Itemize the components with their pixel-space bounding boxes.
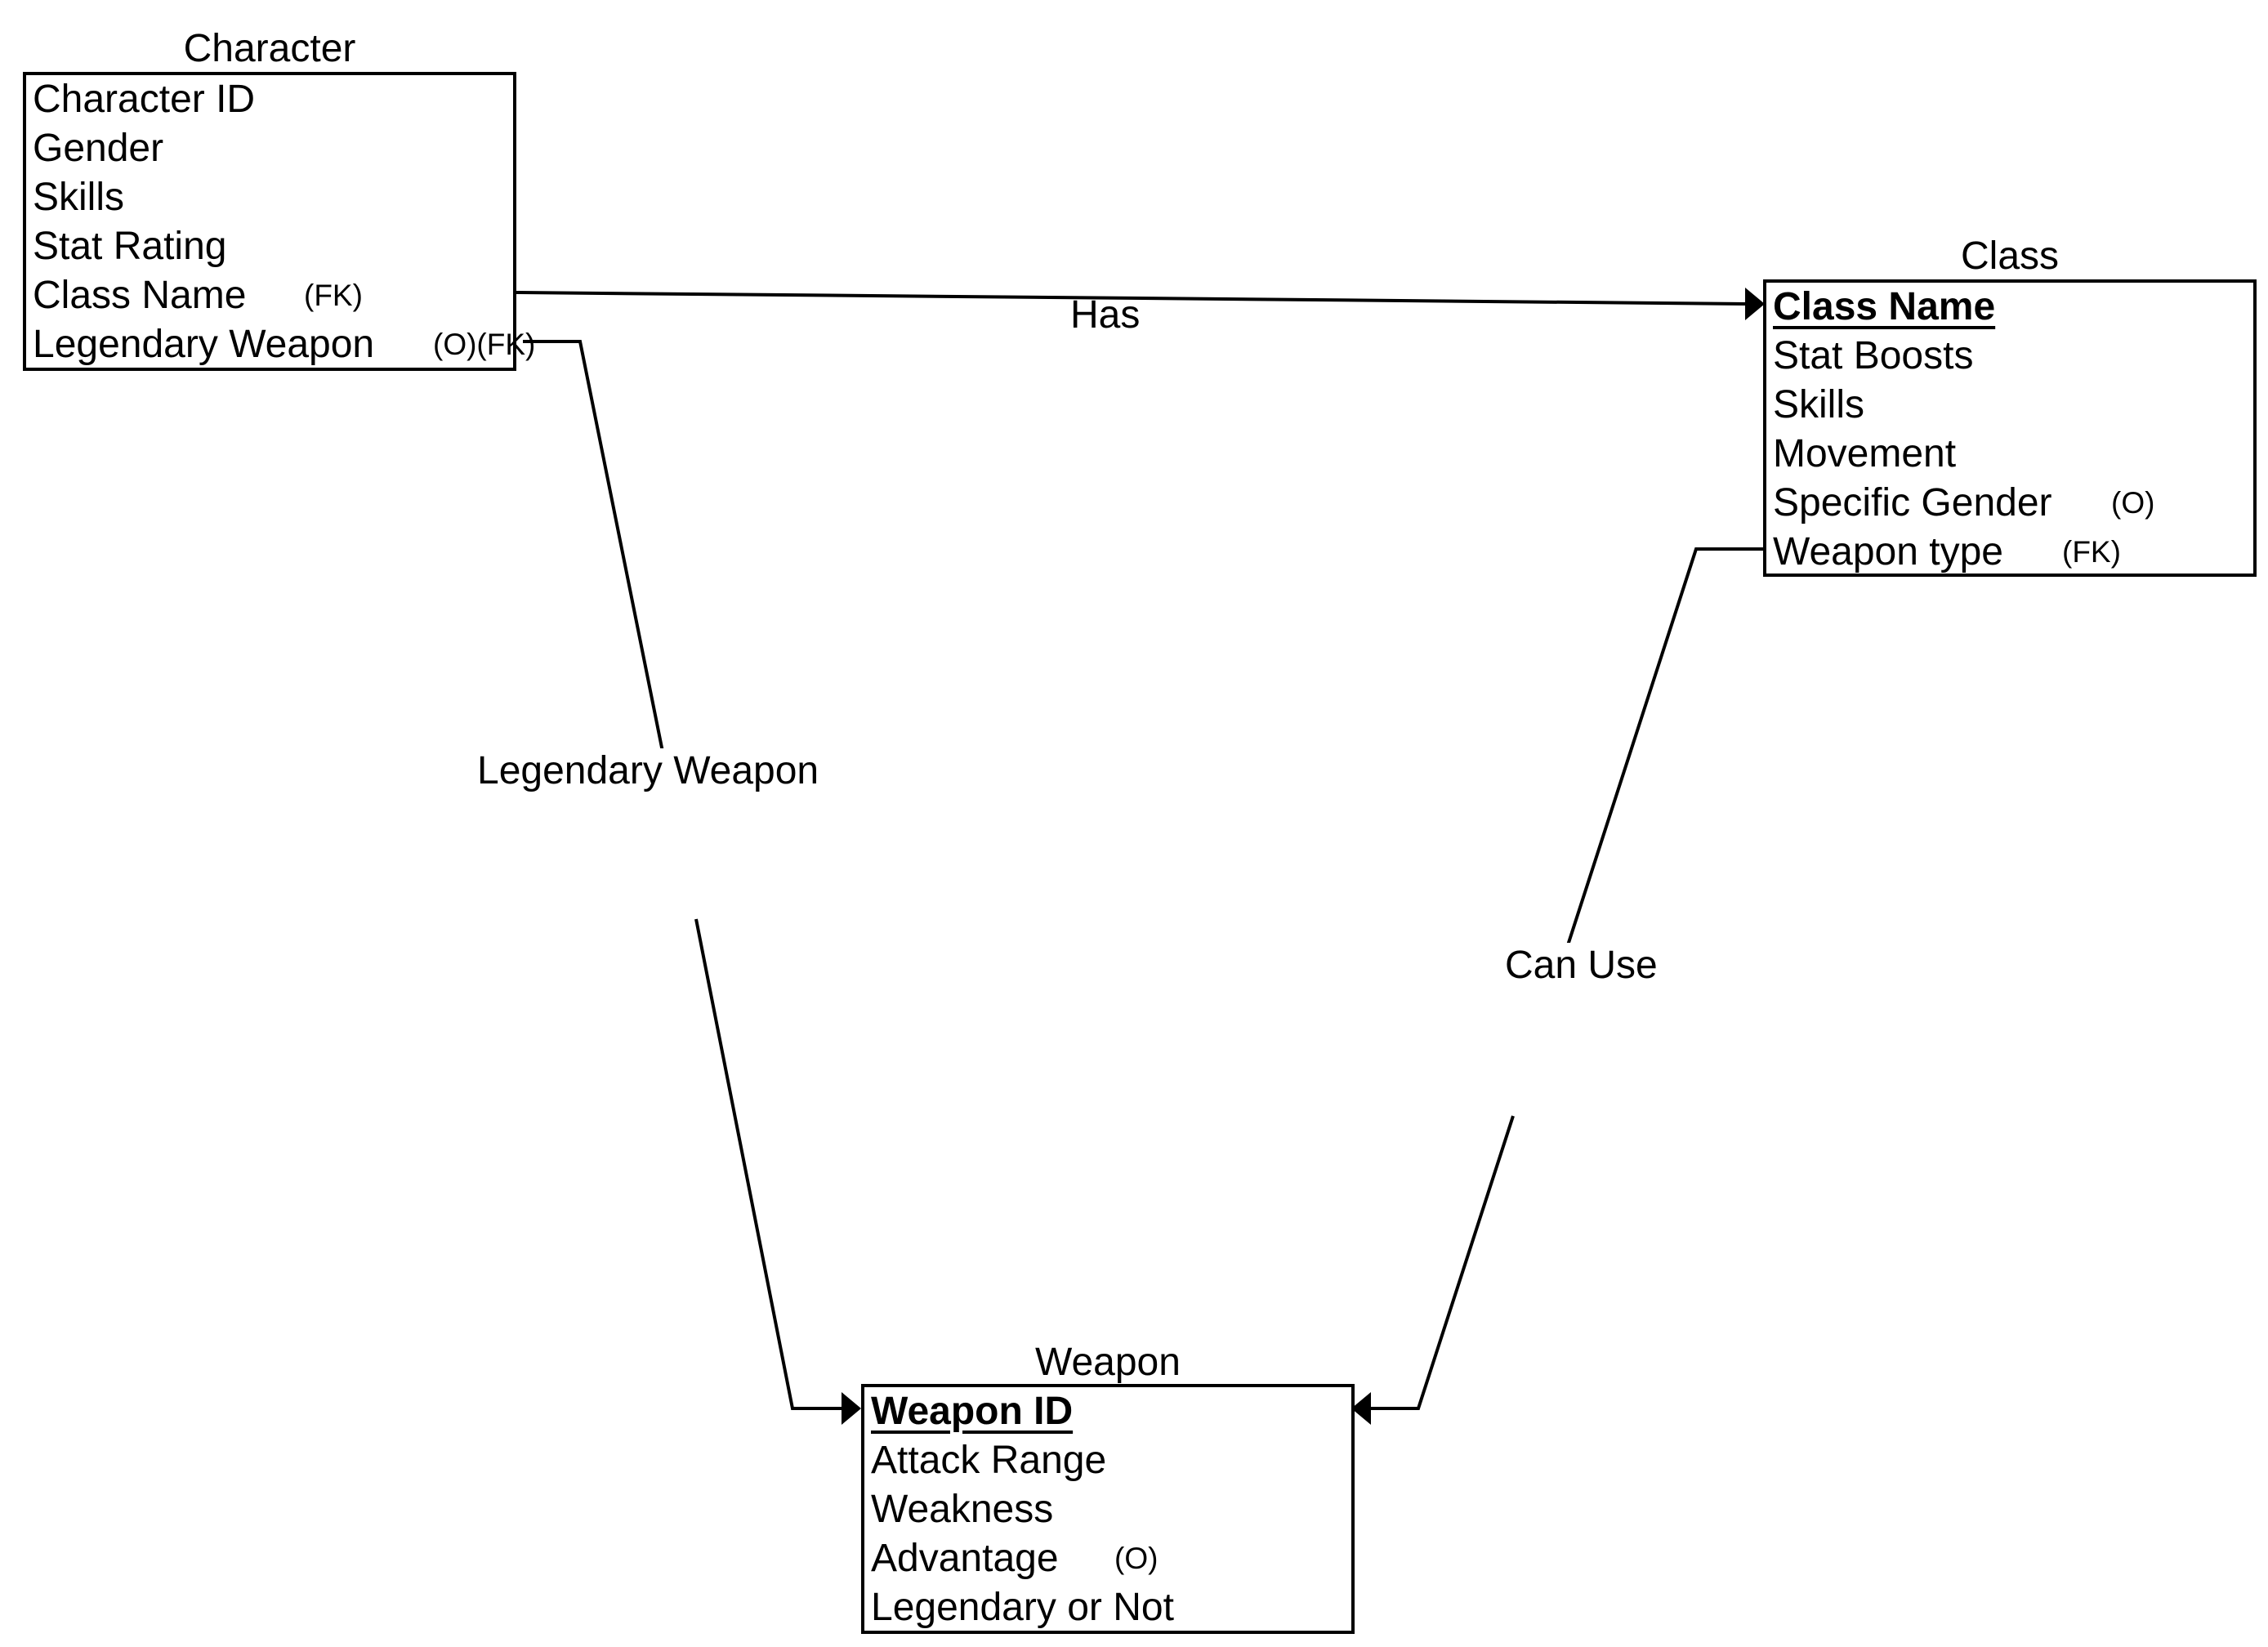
weapon-entity-box[interactable]: Weapon ID Attack Range Weakness Advantag…: [861, 1384, 1355, 1634]
relationship-label-can-use: Can Use: [1500, 943, 1663, 989]
character-class-name-fk-note: (FK): [304, 279, 363, 312]
weapon-field-legendary-or-not: Legendary or Not: [871, 1586, 1174, 1629]
weapon-field-advantage: Advantage: [871, 1537, 1059, 1580]
class-field-movement: Movement: [1773, 432, 1957, 475]
legendary-weapon-line-upper: [523, 340, 665, 757]
has-arrowhead: [1745, 288, 1765, 320]
class-field-skills: Skills: [1773, 383, 1865, 426]
character-field-class-name: Class Name: [33, 274, 247, 317]
character-entity-title: Character: [183, 27, 356, 70]
character-field-character-id: Character ID: [33, 78, 256, 121]
character-field-gender: Gender: [33, 127, 164, 170]
class-entity-box[interactable]: Class Name Stat Boosts Skills Movement S…: [1763, 279, 2257, 577]
class-weapon-type-fk-note: (FK): [2062, 535, 2121, 569]
class-field-class-name: Class Name: [1773, 285, 1996, 328]
class-specific-gender-note: (O): [2111, 486, 2155, 520]
character-entity-box[interactable]: Character ID Gender Skills Stat Rating C…: [23, 72, 535, 371]
weapon-field-weakness: Weakness: [871, 1488, 1054, 1531]
class-field-stat-boosts: Stat Boosts: [1773, 334, 1974, 377]
character-field-stat-rating: Stat Rating: [33, 225, 227, 268]
character-field-legendary-weapon: Legendary Weapon: [33, 323, 375, 366]
weapon-entity-title: Weapon: [1035, 1341, 1181, 1384]
class-field-weapon-type: Weapon type: [1773, 530, 2003, 574]
class-entity-title: Class: [1960, 234, 2060, 278]
class-field-specific-gender: Specific Gender: [1773, 481, 2052, 524]
can-use-line-upper: [1565, 547, 1763, 948]
relationship-label-has: Has: [1070, 293, 1141, 337]
legendary-weapon-arrowhead: [842, 1392, 861, 1425]
legendary-weapon-line-lower: [694, 918, 842, 1410]
weapon-field-attack-range: Attack Range: [871, 1439, 1107, 1482]
can-use-arrowhead: [1351, 1392, 1371, 1425]
character-legendary-weapon-note: (O)(FK): [433, 328, 536, 361]
can-use-line-lower: [1369, 1115, 1515, 1410]
weapon-field-weapon-id: Weapon ID: [871, 1390, 1074, 1433]
character-field-skills: Skills: [33, 176, 125, 219]
relationship-label-legendary-weapon: Legendary Weapon: [472, 748, 824, 794]
weapon-advantage-note: (O): [1114, 1542, 1159, 1575]
has-line: [516, 291, 1748, 306]
